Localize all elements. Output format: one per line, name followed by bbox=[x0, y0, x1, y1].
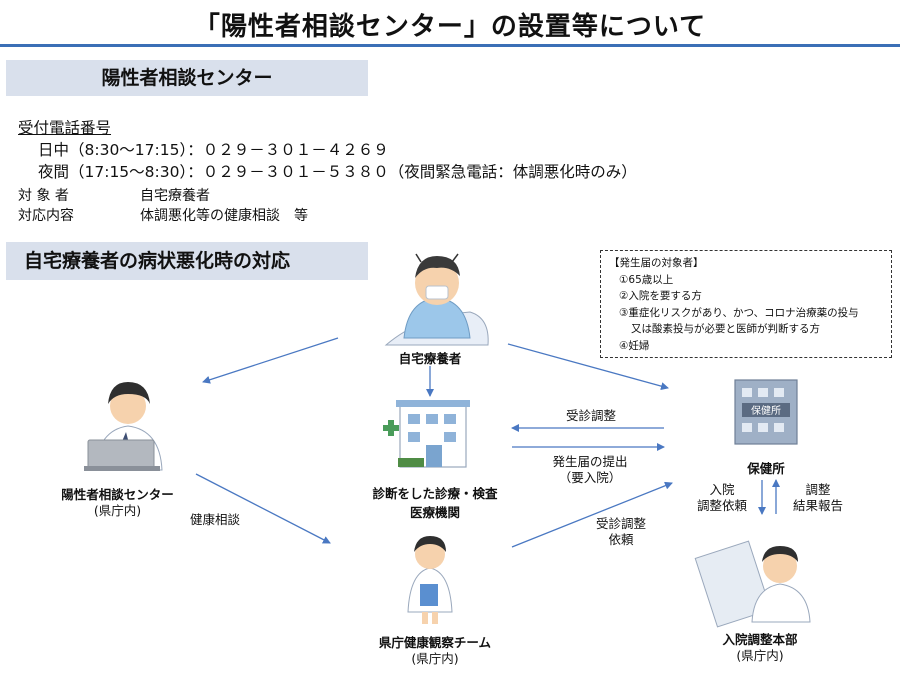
page-title: 「陽性者相談センター」の設置等について bbox=[193, 12, 707, 42]
label-appt-adjust: 受診調整 bbox=[565, 408, 616, 423]
arrow-patient-to-center bbox=[202, 337, 339, 384]
doctor-illustration bbox=[694, 540, 811, 628]
label-appt-request-sub: 依頼 bbox=[608, 532, 634, 547]
health-center-sign: 保健所 bbox=[751, 404, 781, 417]
phone-day: 日中（8:30〜17:15）：０２９－３０１－４２６９ bbox=[38, 141, 389, 159]
note-item: ①65歳以上 bbox=[619, 273, 674, 286]
phone-label: 受付電話番号 bbox=[18, 119, 112, 137]
phone-night: 夜間（17:15〜8:30）：０２９－３０１－５３８０（夜間緊急電話：体調悪化時… bbox=[38, 163, 637, 181]
node-clinic-line1: 診断をした診療・検査 bbox=[372, 486, 498, 501]
label-appt-request: 受診調整 bbox=[595, 516, 646, 531]
node-team: 県庁健康観察チーム bbox=[378, 635, 492, 650]
nurse-illustration bbox=[407, 536, 453, 624]
target-value: 自宅療養者 bbox=[140, 188, 210, 204]
node-health-center: 保健所 bbox=[747, 461, 785, 476]
title-rule bbox=[0, 44, 900, 47]
content-label: 対応内容 bbox=[18, 208, 74, 224]
node-clinic-line2: 医療機関 bbox=[409, 505, 460, 520]
label-health-consult: 健康相談 bbox=[189, 512, 240, 527]
section-heading-center: 陽性者相談センター bbox=[6, 60, 368, 96]
node-center: 陽性者相談センター bbox=[61, 487, 174, 502]
clinic-illustration bbox=[383, 400, 470, 468]
health-center-illustration: 保健所 bbox=[734, 379, 798, 445]
label-notification: 発生届の提出 bbox=[552, 454, 628, 469]
target-label: 対 象 者 bbox=[18, 188, 69, 204]
label-result: 調整 bbox=[805, 482, 831, 497]
note-item: ②入院を要する方 bbox=[619, 290, 702, 302]
note-item: ③重症化リスクがあり、かつ、コロナ治療薬の投与 bbox=[619, 306, 859, 319]
note-title: 【発生届の対象者】 bbox=[609, 257, 704, 269]
arrow-center-to-team bbox=[195, 473, 331, 544]
label-admission-sub: 調整依頼 bbox=[696, 498, 747, 513]
label-notification-sub: （要入院） bbox=[558, 470, 622, 485]
label-admission: 入院 bbox=[709, 482, 735, 497]
patient-illustration bbox=[384, 253, 489, 346]
note-item: 又は酸素投与が必要と医師が判断する方 bbox=[631, 323, 820, 335]
node-hq-sub: (県庁内) bbox=[736, 648, 784, 663]
note-item: ④妊婦 bbox=[619, 339, 650, 352]
node-patient: 自宅療養者 bbox=[398, 351, 462, 366]
notification-target-box: 【発生届の対象者】 ①65歳以上 ②入院を要する方 ③重症化リスクがあり、かつ、… bbox=[600, 250, 892, 358]
arrow-patient-to-health-center bbox=[507, 343, 669, 391]
content-value: 体調悪化等の健康相談 等 bbox=[140, 208, 308, 224]
operator-illustration bbox=[84, 382, 163, 471]
node-hq: 入院調整本部 bbox=[722, 632, 798, 647]
label-result-sub: 結果報告 bbox=[792, 498, 843, 513]
arrow-team-to-hc bbox=[511, 481, 673, 548]
node-center-sub: (県庁内) bbox=[93, 503, 142, 518]
node-team-sub: (県庁内) bbox=[411, 651, 459, 666]
section-heading-flow: 自宅療養者の病状悪化時の対応 bbox=[6, 242, 368, 280]
